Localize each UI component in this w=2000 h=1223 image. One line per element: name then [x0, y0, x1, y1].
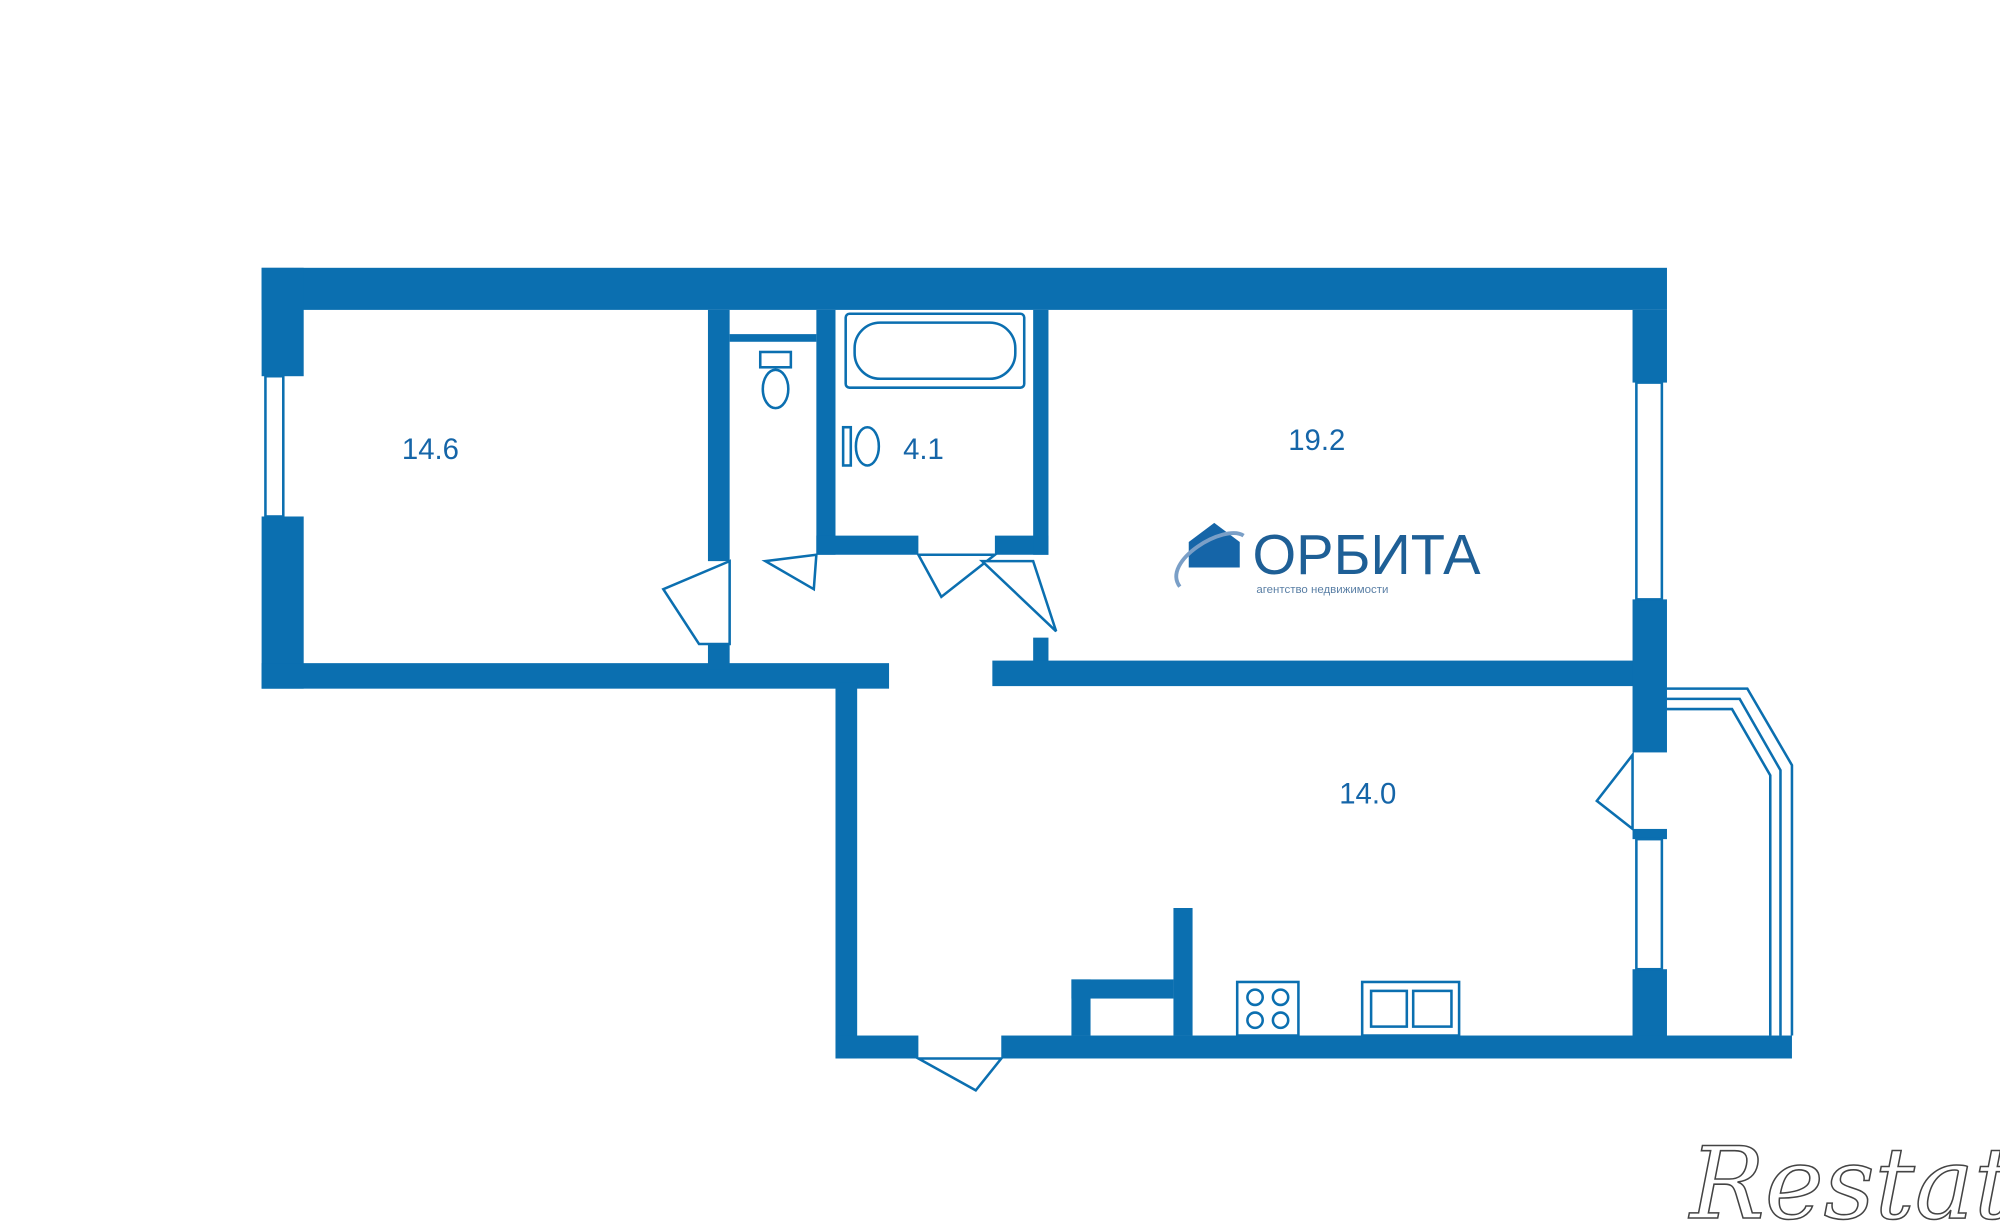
kitchen-sink-icon — [1360, 980, 1461, 1037]
doors — [661, 553, 1634, 1093]
sink-icon — [841, 425, 881, 467]
room-area-label: 19.2 — [1288, 424, 1345, 457]
windows — [264, 374, 1664, 971]
orbita-logo: ОРБИТА агентство недвижимости — [1174, 522, 1482, 596]
toilet-icon — [758, 350, 793, 410]
room-area-label: 14.0 — [1339, 777, 1396, 810]
walls — [261, 267, 1792, 1059]
balcony — [1666, 687, 1794, 1036]
bathtub-icon — [844, 312, 1026, 389]
restate-watermark: Restate — [1688, 1127, 2000, 1223]
logo-title: ОРБИТА — [1253, 523, 1482, 586]
room-area-label: 4.1 — [903, 433, 944, 466]
logo-subtitle: агентство недвижимости — [1256, 584, 1388, 596]
stove-icon — [1235, 980, 1300, 1037]
room-area-label: 14.6 — [402, 433, 459, 466]
